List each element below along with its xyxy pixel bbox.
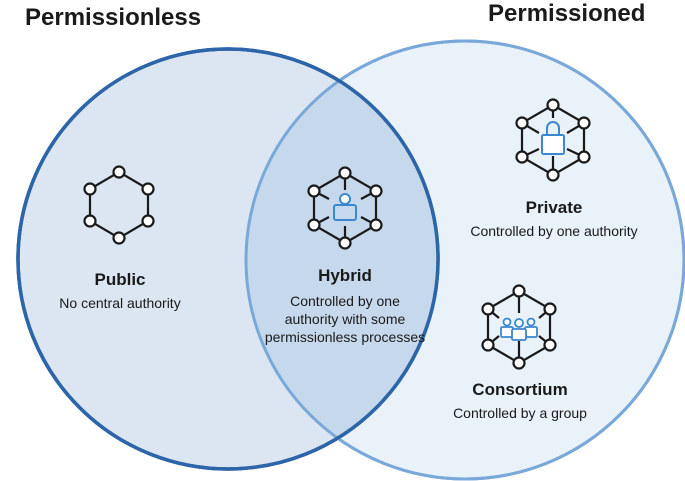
permissionless-title: Permissionless xyxy=(25,4,202,31)
network-lock-icon xyxy=(515,98,591,182)
permissionless-circle-outline xyxy=(16,47,440,471)
public-label: Public xyxy=(94,270,146,289)
hybrid-label-group: Hybrid Controlled by one authority with … xyxy=(262,266,428,346)
permissioned-title: Permissioned xyxy=(488,0,646,27)
hexagon-network-icon xyxy=(83,165,155,245)
private-label-group: Private Controlled by one authority xyxy=(444,198,664,240)
consortium-description: Controlled by a group xyxy=(453,405,587,421)
network-user-icon xyxy=(307,166,383,250)
hybrid-description: Controlled by one authority with some pe… xyxy=(264,293,426,345)
hybrid-overlap-region xyxy=(246,49,438,469)
public-description: No central authority xyxy=(59,295,181,311)
network-group-icon xyxy=(481,284,557,370)
hybrid-label: Hybrid xyxy=(318,266,372,285)
public-label-group: Public No central authority xyxy=(22,270,218,312)
private-label: Private xyxy=(525,198,583,217)
consortium-label: Consortium xyxy=(472,380,568,399)
private-description: Controlled by one authority xyxy=(470,223,638,239)
permissioned-circle-outline xyxy=(244,39,685,481)
consortium-label-group: Consortium Controlled by a group xyxy=(420,380,620,422)
